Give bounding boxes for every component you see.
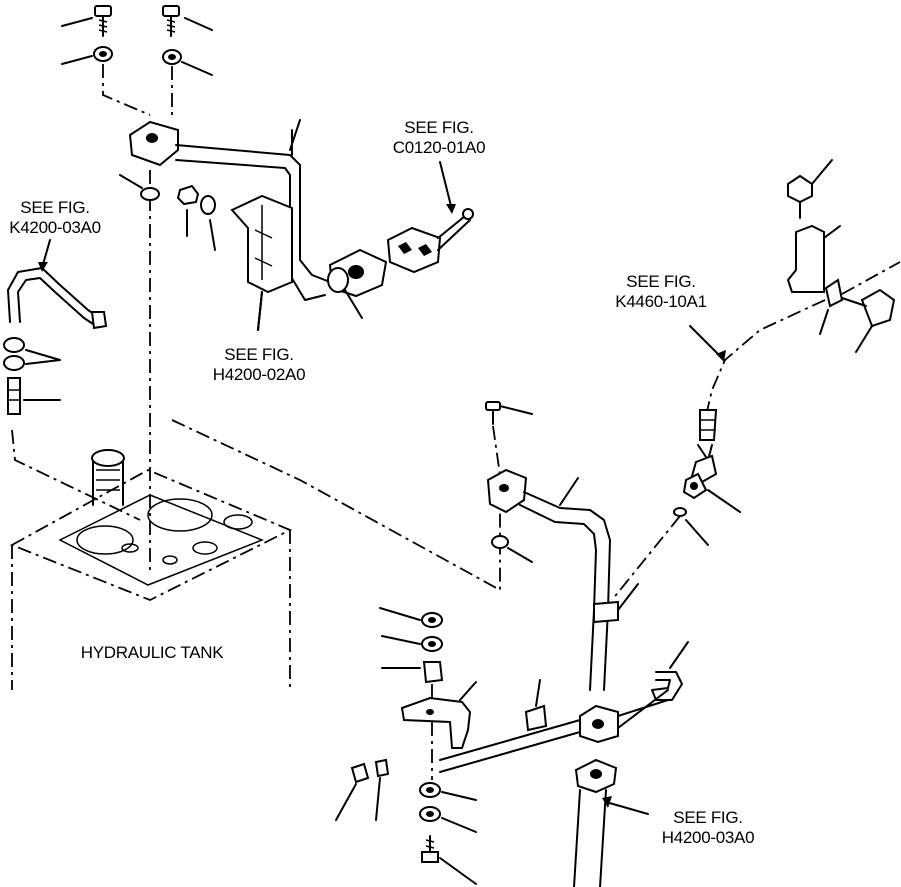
right-main-pipe (439, 401, 689, 773)
top-manifold-pipe (119, 119, 388, 331)
label-h4200-02-line2: H4200-02A0 (212, 365, 306, 384)
label-h4200-03-line1: SEE FIG. (673, 808, 743, 827)
lower-bracket-stack (335, 607, 477, 885)
bottom-hose (573, 758, 649, 887)
leader-bracket (257, 291, 263, 331)
label-k4200-line1: SEE FIG. (20, 198, 90, 217)
top-bolts (61, 5, 213, 76)
label-see-fig-h4200-02: SEE FIG. H4200-02A0 (196, 345, 322, 385)
label-c0120-line2: C0120-01A0 (392, 138, 486, 157)
k4460-line (611, 299, 826, 601)
left-hose (3, 239, 108, 415)
label-k4460-line2: K4460-10A1 (615, 292, 707, 311)
label-k4460-line1: SEE FIG. (626, 272, 696, 291)
label-see-fig-k4460: SEE FIG. K4460-10A1 (598, 272, 724, 312)
right-bracket (786, 159, 901, 353)
label-see-fig-h4200-03: SEE FIG. H4200-03A0 (645, 808, 771, 848)
label-h4200-02-line1: SEE FIG. (224, 345, 294, 364)
label-h4200-03-line2: H4200-03A0 (661, 828, 755, 847)
c0120-fitting (386, 161, 474, 274)
label-k4200-line2: K4200-03A0 (9, 218, 101, 237)
label-see-fig-c0120: SEE FIG. C0120-01A0 (376, 118, 502, 158)
label-see-fig-k4200: SEE FIG. K4200-03A0 (0, 198, 110, 238)
label-c0120-line1: SEE FIG. (404, 118, 474, 137)
label-hydraulic-tank: HYDRAULIC TANK (80, 643, 224, 662)
